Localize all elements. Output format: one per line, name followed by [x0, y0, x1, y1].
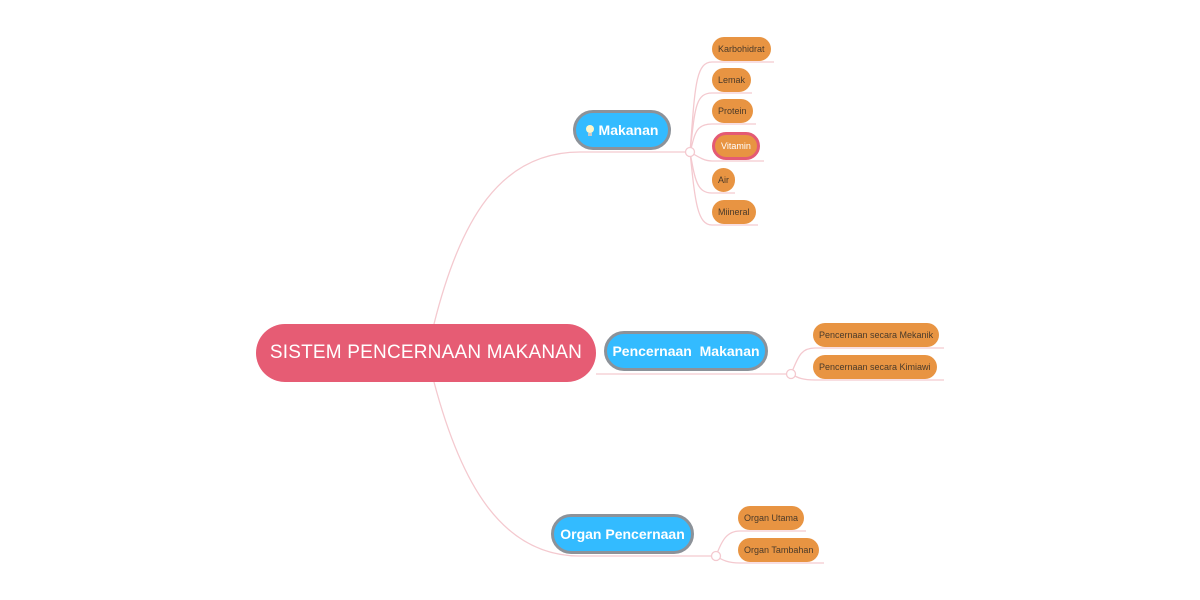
- branch-label: Makanan: [598, 122, 659, 138]
- leaf-organ-utama[interactable]: Organ Utama: [738, 506, 805, 530]
- leaf-label: Air: [718, 175, 729, 185]
- branch-pencernaan-makanan[interactable]: Pencernaan Makanan: [604, 331, 768, 371]
- root-topic[interactable]: SISTEM PENCERNAAN MAKANAN: [256, 324, 596, 382]
- branch-label: Organ Pencernaan: [560, 526, 685, 542]
- leaf-lemak[interactable]: Lemak: [712, 68, 752, 92]
- collapse-handle-makanan: [684, 146, 696, 158]
- branch-organ-pencernaan[interactable]: Organ Pencernaan: [551, 514, 694, 554]
- leaf-label: Lemak: [718, 75, 746, 85]
- root-topic-label: SISTEM PENCERNAAN MAKANAN: [269, 342, 583, 363]
- connector-karbohidrat: [689, 61, 774, 153]
- leaf-label: Organ Utama: [744, 513, 799, 523]
- connector-root-makanan: [433, 151, 690, 325]
- leaf-label: Pencernaan secara Kimiawi: [819, 362, 931, 372]
- leaf-vitamin-selected[interactable]: Vitamin: [712, 132, 760, 160]
- connector-mineral: [689, 151, 758, 226]
- collapse-handle-organ: [710, 550, 722, 562]
- connector-root-organ: [433, 381, 716, 557]
- leaf-protein[interactable]: Protein: [712, 99, 753, 123]
- lightbulb-icon: [585, 124, 594, 136]
- connector-mekanik: [790, 347, 944, 375]
- branch-makanan[interactable]: Makanan: [573, 110, 671, 150]
- leaf-mineral[interactable]: Miineral: [712, 200, 756, 224]
- leaf-pencernaan-mekanik[interactable]: Pencernaan secara Mekanik: [813, 323, 940, 347]
- leaf-label: Vitamin: [721, 141, 751, 151]
- connector-lemak: [689, 92, 752, 153]
- leaf-label: Organ Tambahan: [744, 545, 814, 555]
- leaf-label: Protein: [718, 106, 747, 116]
- leaf-air[interactable]: Air: [712, 168, 735, 192]
- leaf-label: Pencernaan secara Mekanik: [819, 330, 934, 340]
- leaf-pencernaan-kimiawi[interactable]: Pencernaan secara Kimiawi: [813, 355, 937, 379]
- connector-protein: [689, 123, 756, 153]
- leaf-label: Miineral: [718, 207, 750, 217]
- leaf-organ-tambahan[interactable]: Organ Tambahan: [738, 538, 820, 562]
- leaf-karbohidrat[interactable]: Karbohidrat: [712, 37, 771, 61]
- leaf-label: Karbohidrat: [718, 44, 765, 54]
- branch-label: Pencernaan Makanan: [612, 343, 760, 359]
- collapse-handle-pencernaan: [785, 368, 797, 380]
